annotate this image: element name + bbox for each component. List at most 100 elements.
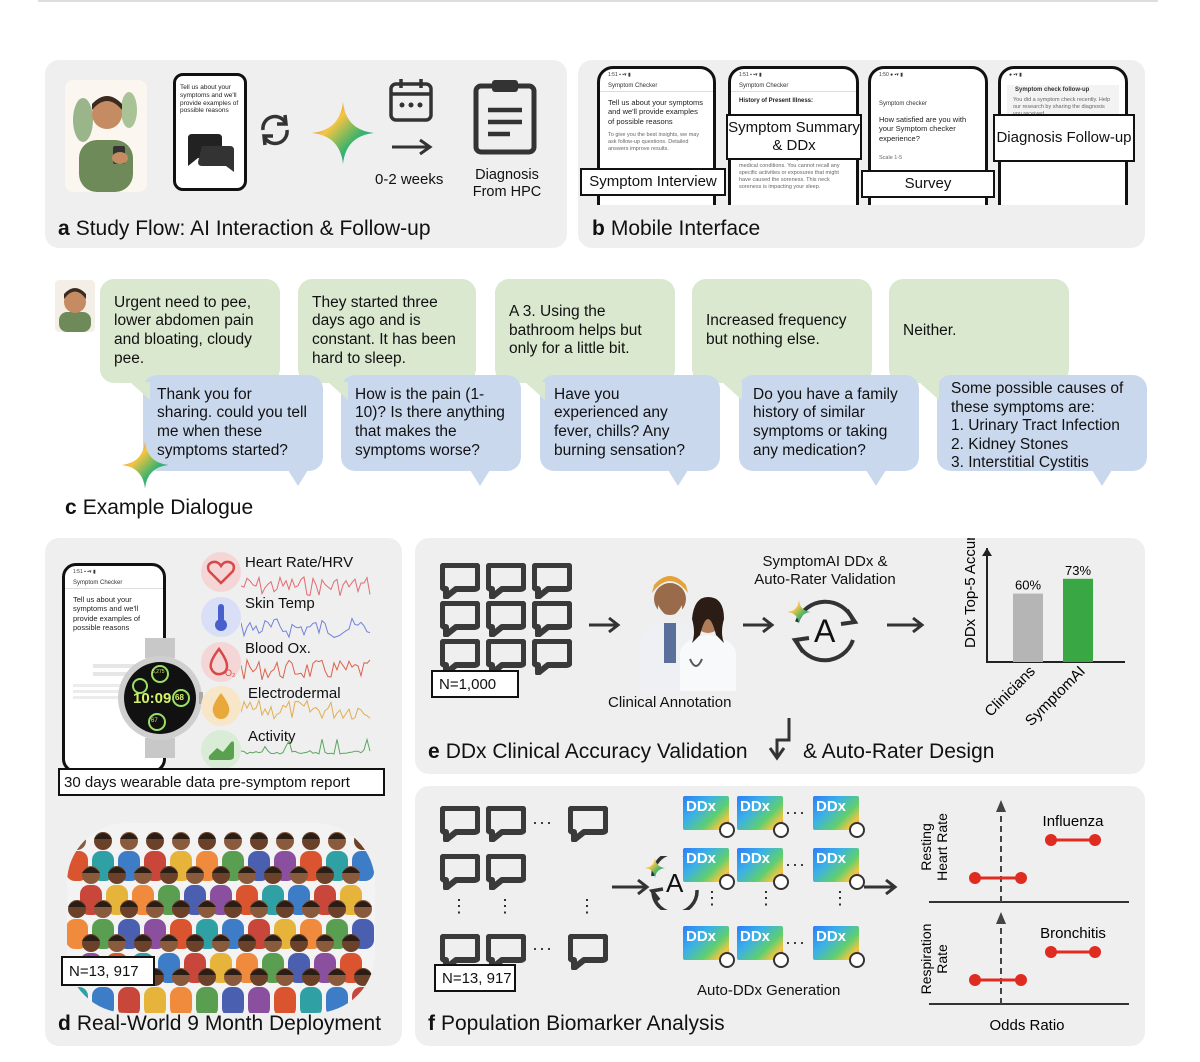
- autorater-icon: A: [783, 596, 867, 666]
- chat-icon: [485, 805, 527, 843]
- ddx-card: DDx: [737, 848, 783, 882]
- chat-icon: [439, 853, 481, 891]
- chat-icon: [439, 638, 481, 676]
- panel-e-label-suffix: & Auto-Rater Design: [803, 740, 995, 763]
- smartwatch: 10:09 5,275 68 67: [117, 638, 203, 758]
- user-message-2: They started three days ago and is const…: [298, 279, 476, 383]
- or-point: [1045, 834, 1057, 846]
- ddx-card: DDx: [683, 926, 729, 960]
- chat-icon: [531, 600, 573, 638]
- panel-a: Tell us about your symptoms and we'll pr…: [45, 60, 567, 248]
- ellipsis: ···: [785, 932, 806, 952]
- panel-c-title: Example Dialogue: [82, 496, 254, 519]
- clinicians-illustration: [620, 563, 740, 691]
- signal-traces: [241, 575, 371, 755]
- chat-phone: Tell us about your symptoms and we'll pr…: [173, 73, 247, 191]
- ellipsis: ···: [532, 812, 553, 832]
- watch-icon: [849, 874, 865, 890]
- or-axis-arrow: [996, 912, 1006, 924]
- ddx-card: DDx: [813, 926, 859, 960]
- weeks-label: 0-2 weeks: [375, 171, 444, 188]
- crowd-person: [196, 968, 218, 1013]
- chat-icon: [485, 638, 527, 676]
- clinical-annotation-label: Clinical Annotation: [608, 694, 732, 711]
- or-point: [1045, 946, 1057, 958]
- or-point: [969, 974, 981, 986]
- ai-bubble-tails: [130, 382, 1112, 486]
- diagnosis-label: Diagnosis From HPC: [472, 167, 542, 200]
- watch-icon: [849, 952, 865, 968]
- autorater-letter: A: [666, 868, 684, 898]
- status-bar: 1:51 ▪ ▪▾ ▮: [739, 72, 762, 78]
- deployment-n: N=13, 917: [61, 956, 155, 986]
- signal-trace-4: [241, 698, 371, 721]
- crowd-person: [67, 900, 88, 949]
- phone-header: Symptom check follow-up: [1007, 85, 1119, 95]
- chat-icon: [531, 638, 573, 676]
- watch-pct: 67: [151, 718, 158, 724]
- crowd-person: [352, 968, 374, 1013]
- heart-icon: [201, 552, 241, 592]
- panel-d: 1:51 ▪ ▪▾ ▮ Symptom Checker Tell us abou…: [45, 538, 402, 1046]
- status-bar: ● ▪▾ ▮: [1009, 72, 1022, 78]
- or-point: [1089, 946, 1101, 958]
- arrow-right-icon: [390, 138, 434, 156]
- or-point: [1015, 974, 1027, 986]
- phone-header: Symptom checker: [879, 101, 928, 107]
- cause-3: 3. Interstitial Cystitis: [951, 454, 1089, 472]
- watch-icon: [719, 874, 735, 890]
- panel-d-letter: d: [58, 1012, 71, 1035]
- chat-icon: [439, 805, 481, 843]
- or-disease-label: Influenza: [1043, 813, 1105, 830]
- watch-hr: 68: [175, 693, 184, 702]
- user-message-4: Increased frequency but nothing else.: [692, 279, 872, 383]
- ellipsis: ···: [532, 938, 553, 958]
- watch-time: 10:09: [133, 690, 172, 707]
- patient-avatar: [55, 280, 95, 332]
- watch-steps: 5,275: [152, 669, 165, 675]
- electrodermal-icon: [201, 686, 241, 726]
- chart-axis-arrow: [982, 548, 992, 556]
- or-point: [1089, 834, 1101, 846]
- or-point: [969, 872, 981, 884]
- phone-body: Tell us about your symptoms and we'll pr…: [608, 98, 704, 126]
- panel-a-title: Study Flow: AI Interaction & Follow-up: [75, 217, 431, 240]
- watch-icon: [719, 952, 735, 968]
- arrow-right-icon: [610, 878, 650, 896]
- crowd-person: [170, 968, 192, 1013]
- panel-f-letter: f: [428, 1012, 435, 1035]
- chart-bar: [1063, 578, 1093, 662]
- panel-e: N=1,000 Clinical Annotation SymptomAI DD…: [415, 538, 1145, 774]
- or-axis-arrow: [996, 800, 1006, 812]
- ai-message-4: Do you have a family history of similar …: [739, 375, 919, 471]
- watch-icon: [773, 822, 789, 838]
- thermometer-icon: [201, 597, 241, 637]
- arrow-right-icon: [862, 878, 898, 896]
- chat-icon: [485, 933, 527, 971]
- chat-icon: [184, 132, 238, 176]
- gemini-star-icon-dialogue: [120, 440, 170, 490]
- chat-grid: ······⋮⋮⋮: [439, 805, 615, 976]
- signal-heart-rate: Heart Rate/HRV: [245, 554, 354, 571]
- generation-label: Auto-DDx Generation: [697, 982, 841, 999]
- ellipsis: ⋮: [496, 896, 515, 916]
- or-disease-label: Bronchitis: [1040, 925, 1106, 942]
- ddx-card: DDx: [737, 926, 783, 960]
- status-bar: 1:51 ▪ ▪▾ ▮: [608, 72, 631, 78]
- phone-header: Symptom Checker: [65, 578, 163, 589]
- patient-illustration: [65, 80, 147, 192]
- panel-e-title: DDx Clinical Accuracy Validation: [445, 740, 748, 763]
- signal-electrodermal: Electrodermal: [248, 685, 341, 702]
- signal-blood-ox: Blood Ox.: [245, 640, 311, 657]
- signal-trace-1: [241, 575, 371, 596]
- chat-icon: [567, 805, 609, 843]
- calendar-icon: [388, 78, 434, 122]
- user-message-1: Urgent need to pee, lower abdomen pain a…: [100, 279, 280, 383]
- chart-value-label: 73%: [1065, 563, 1091, 578]
- or-ylabel: RestingHeart Rate: [918, 813, 950, 881]
